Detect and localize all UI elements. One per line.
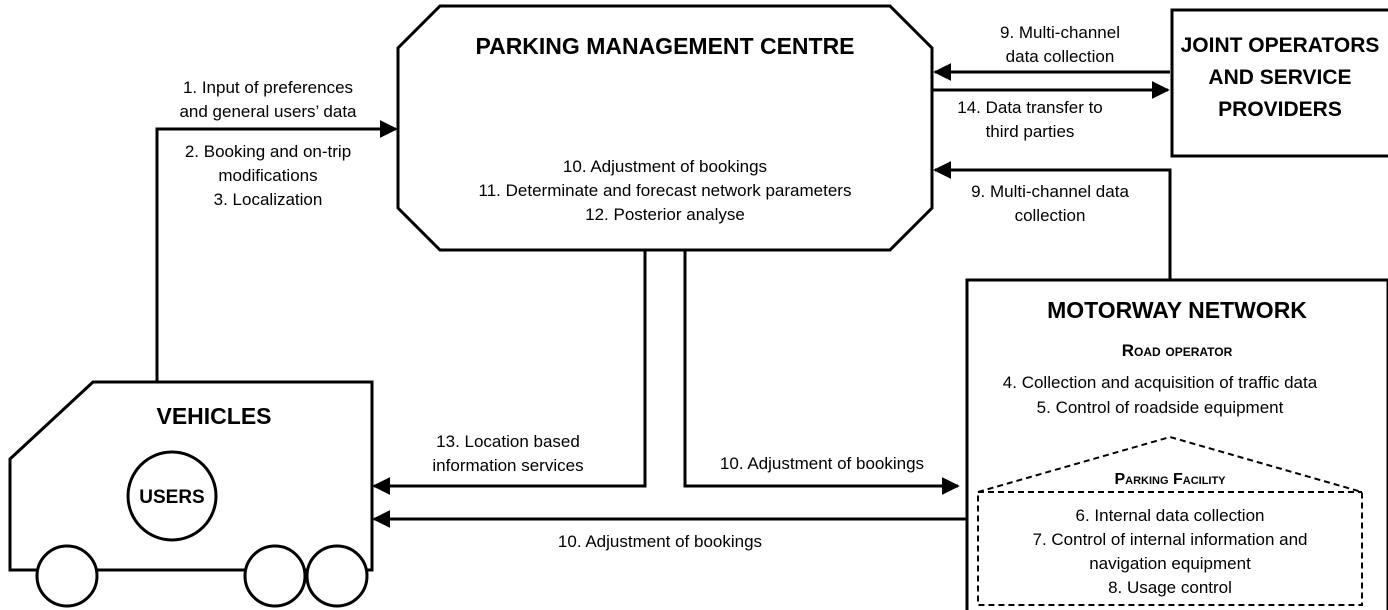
motorway-to-pmc-arrow: [933, 161, 1172, 280]
operators-line-2: AND SERVICE: [1208, 66, 1351, 89]
vehicle-wheel-rear-2: [305, 544, 369, 608]
flow-booking-line-1: 2. Booking and on-trip: [185, 142, 351, 161]
flow-multichannel-top-line-1: 9. Multi-channel: [1000, 23, 1120, 42]
flow-multichannel-top-line-2: data collection: [1006, 47, 1115, 66]
vehicle-wheel-front: [35, 544, 99, 608]
users-circle: [126, 450, 218, 542]
flow-multichannel-mid-line-2: collection: [1015, 206, 1086, 225]
motorway-network-box: [965, 278, 1388, 610]
flow-location-line-1: 13. Location based: [436, 432, 580, 451]
flow-booking-line-2: modifications: [218, 166, 317, 185]
parking-facility-box: [977, 435, 1363, 606]
pmc-line-2: 11. Determinate and forecast network par…: [479, 181, 852, 200]
flow-adjust-mid: 10. Adjustment of bookings: [720, 454, 924, 473]
motorway-line-1: 4. Collection and acquisition of traffic…: [1003, 373, 1318, 392]
flow-input-line-1: 1. Input of preferences: [183, 78, 353, 97]
pmc-title: PARKING MANAGEMENT CENTRE: [475, 33, 854, 59]
flow-adjust-bottom: 10. Adjustment of bookings: [558, 532, 762, 551]
flow-transfer-line-2: third parties: [986, 122, 1075, 141]
pmc-line-1: 10. Adjustment of bookings: [563, 157, 767, 176]
users-label: USERS: [139, 487, 204, 508]
road-operator-label: Road operator: [1122, 341, 1233, 360]
operators-line-1: JOINT OPERATORS: [1181, 34, 1380, 57]
motorway-title: MOTORWAY NETWORK: [1047, 297, 1307, 323]
pmc-line-3: 12. Posterior analyse: [585, 205, 745, 224]
flow-input-line-2: and general users’ data: [179, 102, 357, 121]
parking-line-3: navigation equipment: [1089, 554, 1251, 573]
vehicles-title: VEHICLES: [156, 403, 271, 429]
pmc-to-vehicles-arrow: [372, 250, 647, 495]
parking-line-2: 7. Control of internal information and: [1033, 530, 1308, 549]
flow-multichannel-mid-line-1: 9. Multi-channel data: [971, 182, 1129, 201]
motorway-line-2: 5. Control of roadside equipment: [1037, 398, 1284, 417]
flow-transfer-line-1: 14. Data transfer to: [957, 98, 1103, 117]
parking-line-1: 6. Internal data collection: [1075, 506, 1264, 525]
vehicle-wheel-rear-1: [243, 544, 307, 608]
pmc-to-motorway-arrow: [683, 250, 960, 495]
parking-management-centre-box: [396, 4, 934, 252]
parking-line-4: 8. Usage control: [1108, 578, 1232, 597]
flow-booking-line-3: 3. Localization: [214, 190, 323, 209]
operators-line-3: PROVIDERS: [1218, 98, 1342, 121]
joint-operators-box: [1170, 8, 1388, 158]
vehicles-to-pmc-arrow: [155, 120, 398, 382]
flow-location-line-2: information services: [432, 456, 583, 475]
parking-facility-title: Parking Facility: [1114, 471, 1226, 488]
